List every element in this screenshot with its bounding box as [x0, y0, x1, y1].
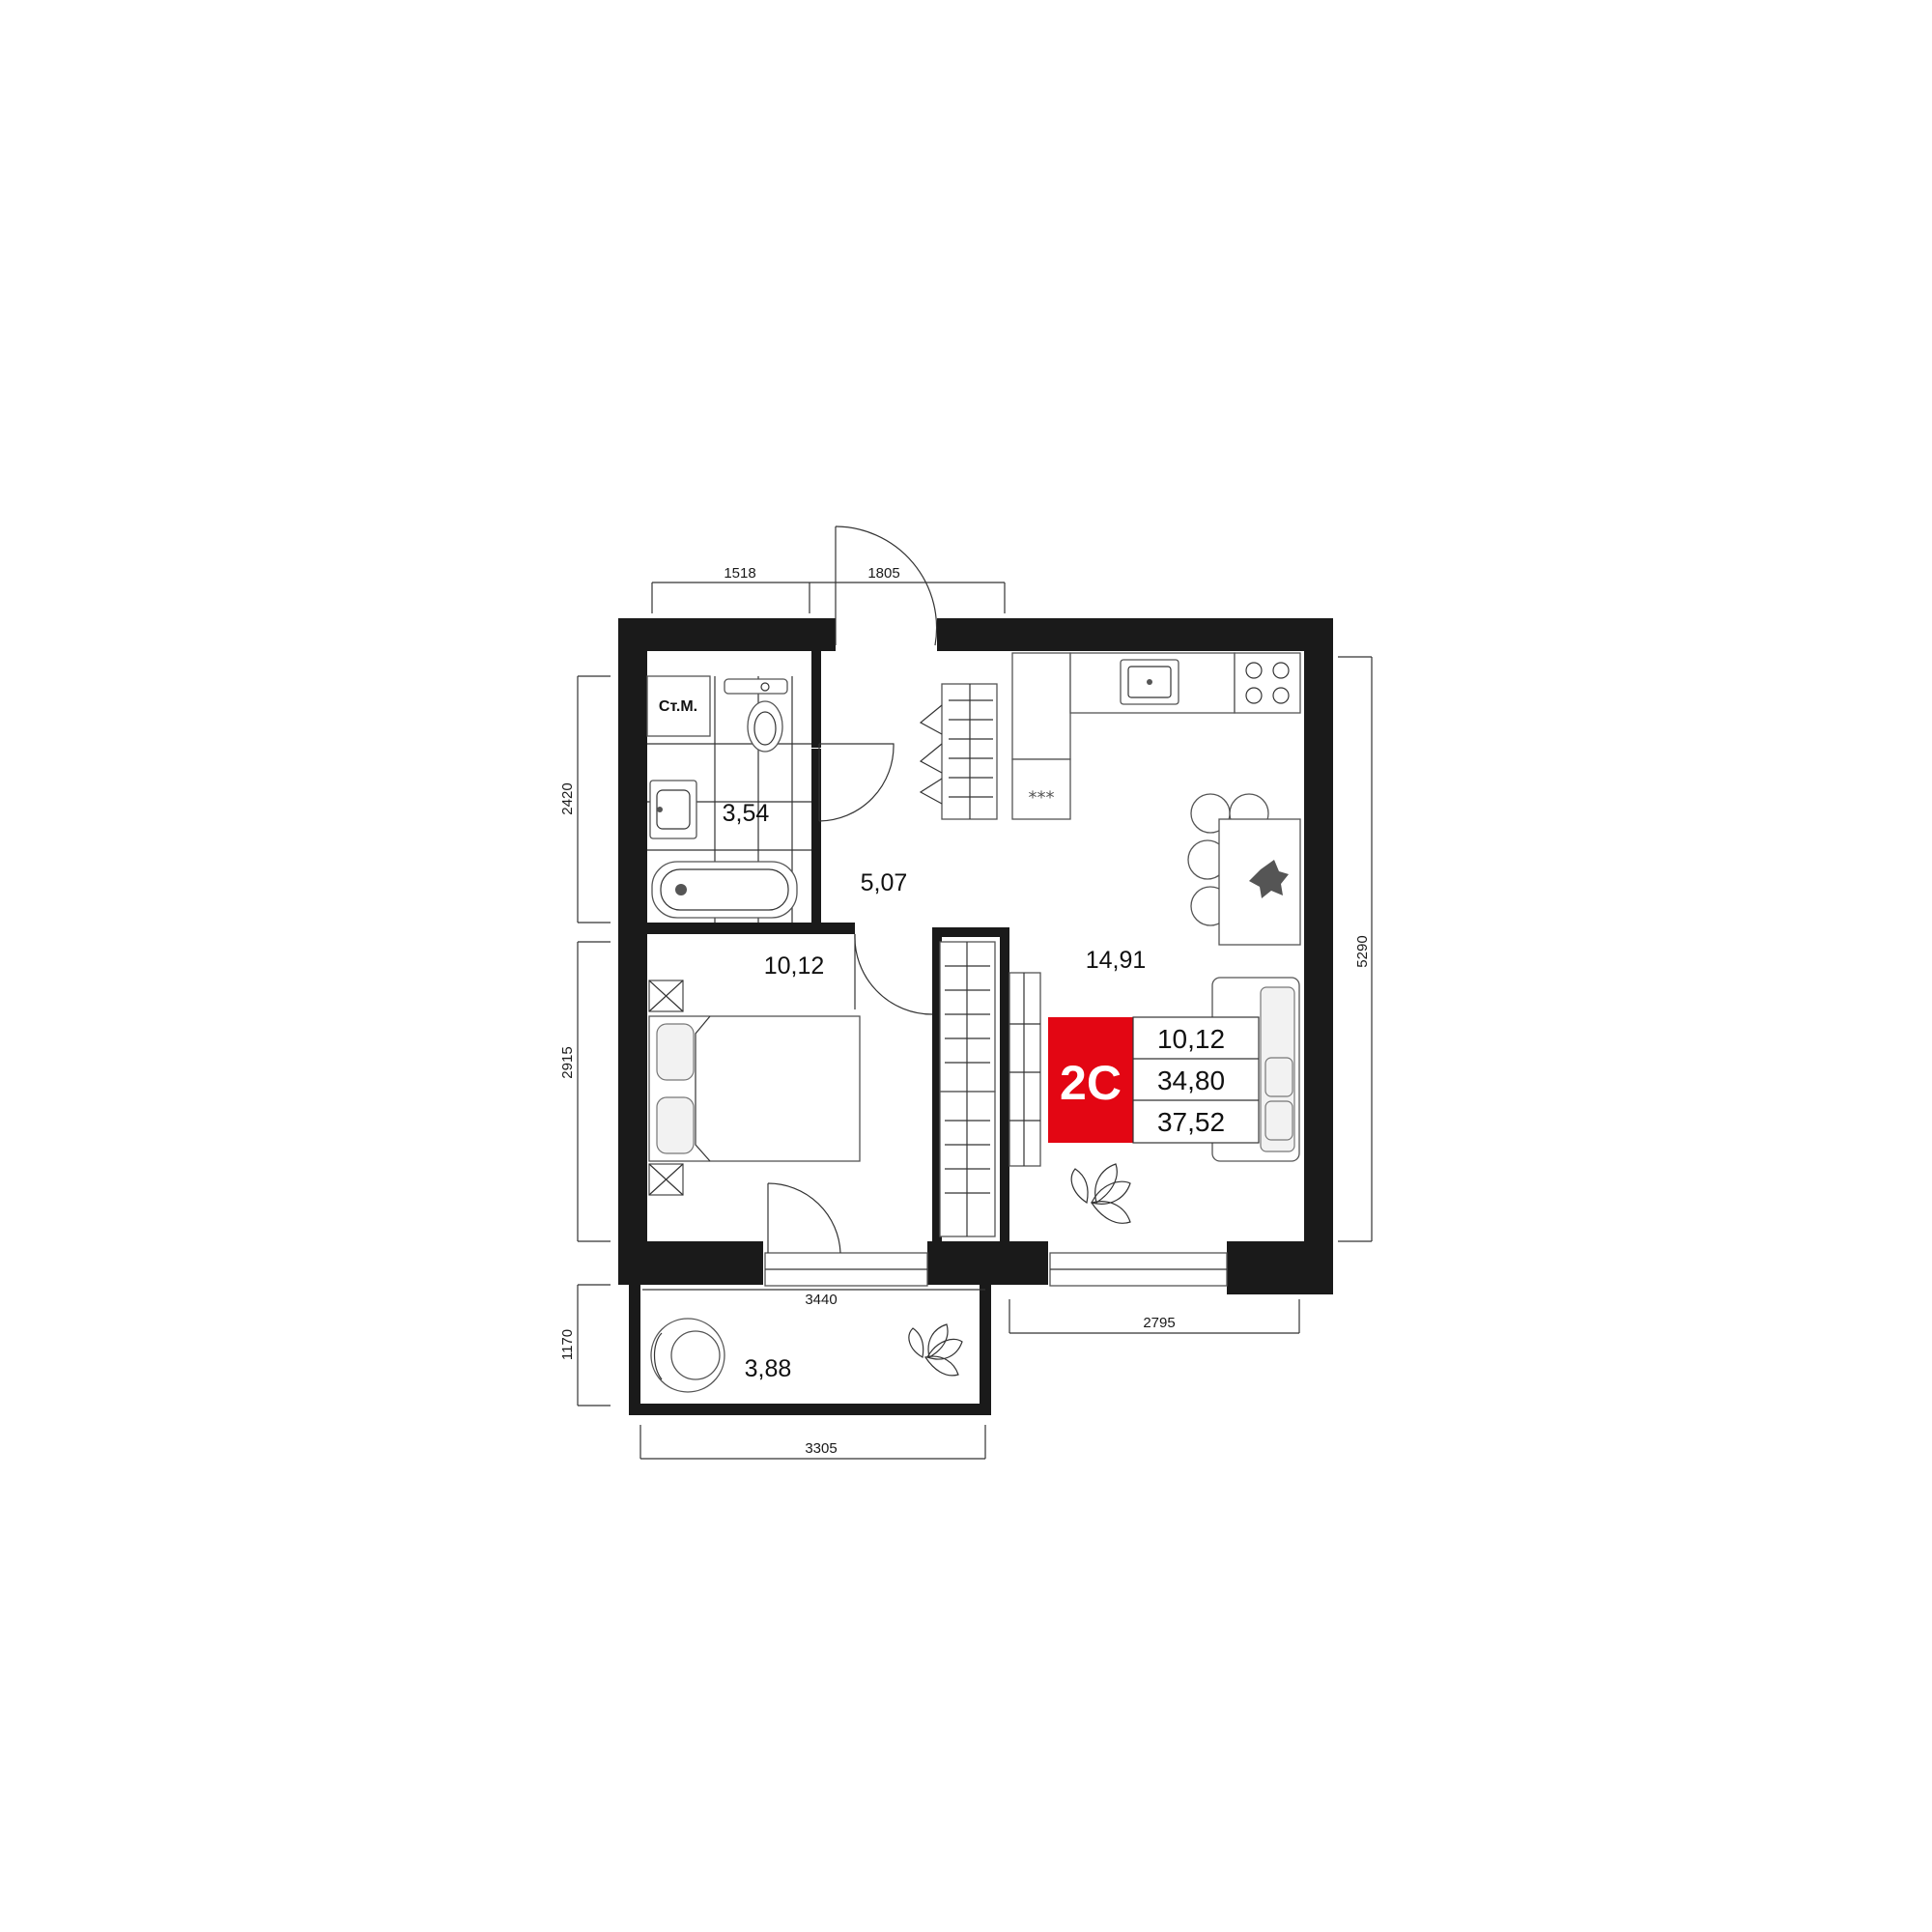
dim-left-upper: 2420 [559, 782, 576, 814]
dining-table [1187, 793, 1301, 946]
dim-bottom-living: 2795 [1143, 1315, 1175, 1331]
doors [767, 526, 938, 1254]
sink-icon [649, 780, 697, 839]
washer-label: Ст.М. [659, 698, 697, 715]
living-kitchen: ⁎⁎⁎ [1009, 652, 1301, 1224]
dishwasher [1011, 758, 1071, 820]
walls [618, 618, 1333, 1294]
bed-icon [648, 1015, 861, 1162]
fridge [1011, 652, 1071, 760]
kitchen-sink-icon [1120, 659, 1179, 705]
plant-icon [1070, 1163, 1131, 1224]
bedroom-area: 10,12 [764, 952, 825, 980]
living-area: 14,91 [1086, 947, 1147, 974]
dimension-labels: 1518 1805 2420 2915 1170 5290 3440 2795 … [559, 565, 1371, 1457]
plant-icon [1249, 860, 1289, 898]
bedroom: 10,12 [648, 941, 996, 1237]
dim-top-door: 1805 [867, 565, 899, 582]
dim-top-left: 1518 [724, 565, 755, 582]
dim-right: 5290 [1354, 935, 1371, 967]
total-with-balcony-value: 37,52 [1157, 1107, 1225, 1137]
apartment-info-card: 2С 10,12 34,80 37,52 [1048, 1016, 1260, 1144]
hallway-area: 5,07 [861, 869, 908, 896]
bathtub-icon [651, 861, 798, 919]
bathroom-area: 3,54 [723, 800, 770, 827]
total-area-value: 34,80 [1157, 1065, 1225, 1095]
toilet-icon [724, 678, 788, 753]
bathroom: Ст.М. 3,54 [646, 675, 811, 923]
dim-bottom-balcony: 3305 [805, 1440, 837, 1457]
tv-unit [1009, 972, 1041, 1167]
balcony-area: 3,88 [745, 1355, 792, 1382]
stove-icon [1234, 652, 1301, 714]
armchair-icon [650, 1318, 725, 1393]
type-badge-label: 2С [1060, 1056, 1122, 1110]
plant-icon [908, 1323, 963, 1377]
hallway: 5,07 [861, 683, 998, 896]
dim-left-balcony: 1170 [559, 1329, 576, 1360]
living-area-value: 10,12 [1157, 1024, 1225, 1054]
dimension-lines [577, 582, 1373, 1460]
dim-bottom-bedroom: 3440 [805, 1292, 837, 1308]
dim-left-lower: 2915 [559, 1046, 576, 1078]
type-badge [1048, 1017, 1133, 1143]
balcony: 3,88 [650, 1318, 963, 1393]
bedroom-wardrobe [939, 941, 996, 1237]
washing-machine [646, 675, 711, 737]
dishwasher-icon: ⁎⁎⁎ [1029, 782, 1055, 803]
windows [764, 1252, 1228, 1287]
